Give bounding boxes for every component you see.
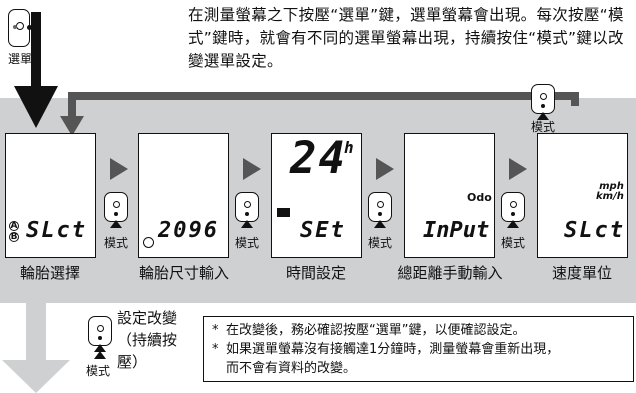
lcd-readout: SEt [300, 218, 346, 243]
mode-button-icon [104, 192, 128, 222]
clock-mark-icon [277, 208, 290, 217]
caption-tire-select: 輪胎選擇 [19, 264, 80, 282]
note-line: *如果選單螢幕沒有接觸達1分鐘時，測量螢幕會重新出現， [212, 342, 560, 357]
tire-wheel-icon [143, 237, 154, 248]
menu-button-icon [8, 9, 32, 47]
lcd-big-readout: 24 [290, 133, 347, 184]
next-arrow-icon [243, 158, 261, 180]
lcd-hour-suffix: h [344, 138, 356, 157]
mode-label: 模式 [103, 236, 128, 250]
mode-press-arrow-icon [537, 112, 549, 120]
lcd-readout: SLct [26, 218, 87, 243]
caption-speed-unit: 速度單位 [551, 264, 612, 282]
return-loop-path [68, 92, 579, 124]
exit-arrow-head [2, 360, 70, 393]
mode-press-arrow-icon [241, 220, 253, 228]
return-loop-head [60, 116, 84, 136]
intro-text: 在測量螢幕之下按壓“選單”鍵，選單螢幕會出現。每次按壓“模式”鍵時，就會有不同的… [188, 6, 624, 70]
mode-hold-arrow-icon-2 [94, 351, 106, 359]
change-setting-label: 設定改變 （持續按 壓） [117, 309, 178, 371]
odo-unit: Odo [467, 191, 492, 204]
caption-tire-size: 輪胎尺寸輸入 [138, 264, 229, 282]
return-mode-label: 模式 [530, 120, 555, 134]
mode-press-arrow-icon [374, 220, 386, 228]
mode-label: 模式 [500, 236, 525, 250]
next-arrow-icon [376, 158, 394, 180]
note-line: *在改變後，務必確認按壓“選單”鍵，以便確認設定。 [212, 323, 526, 338]
mode-button-icon [501, 192, 525, 222]
next-arrow-icon [509, 158, 527, 180]
notes-box: *在改變後，務必確認按壓“選單”鍵，以便確認設定。 *如果選單螢幕沒有接觸達1分… [203, 316, 634, 382]
mode-label: 模式 [234, 236, 259, 250]
lcd-screen-tire-select: A B SLct [5, 133, 96, 258]
mode-button-icon [235, 192, 259, 222]
lcd-screen-speed-unit: mph km/h SLct [537, 133, 628, 258]
caption-odo-input: 總距離手動輸入 [397, 264, 503, 282]
entry-arrow-head [14, 86, 58, 128]
exit-arrow-shaft [26, 296, 46, 366]
next-arrow-icon [110, 158, 128, 180]
lcd-screen-odo-input: Odo InPut [404, 133, 495, 258]
lcd-readout: InPut [423, 218, 490, 243]
speed-unit-indicator: mph km/h [596, 181, 624, 202]
menu-button-label: 選單 [7, 52, 32, 66]
lcd-readout: SLct [564, 218, 625, 243]
mode-button-icon [531, 84, 555, 114]
mode-button-icon [88, 316, 112, 346]
caption-time-setting: 時間設定 [285, 264, 346, 282]
tire-ab-indicator: A B [9, 221, 19, 242]
lcd-readout: 2096 [158, 218, 219, 243]
lcd-screen-time-setting: 24 h SEt [271, 133, 362, 258]
mode-label: 模式 [367, 236, 392, 250]
mode-button-icon [368, 192, 392, 222]
lcd-screen-tire-size: 2096 [138, 133, 229, 258]
mode-press-arrow-icon [507, 220, 519, 228]
note-line: 而不會有資料的改變。 [226, 361, 357, 376]
entry-arrow-shaft [31, 12, 41, 90]
mode-press-arrow-icon [110, 220, 122, 228]
mode-hold-arrow-icon [94, 344, 106, 352]
hold-mode-label: 模式 [85, 364, 110, 378]
